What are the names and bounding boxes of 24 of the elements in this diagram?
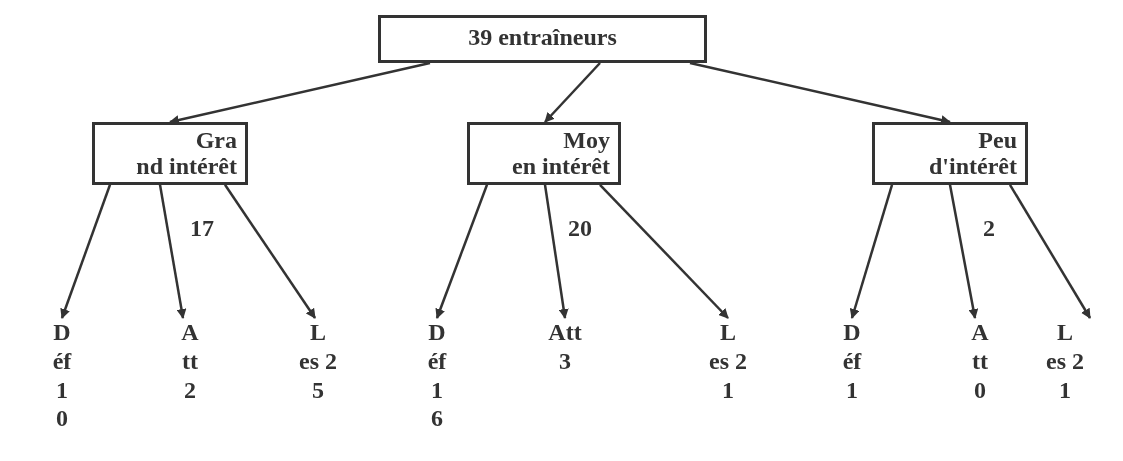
count-label: A tt 2 bbox=[130, 318, 250, 405]
arrow bbox=[158, 184, 187, 319]
count-label: D éf 1 bbox=[792, 318, 912, 405]
arrow bbox=[223, 184, 317, 319]
count-label: L es 2 5 bbox=[258, 318, 378, 405]
arrow bbox=[435, 184, 489, 319]
count-label: L es 2 1 bbox=[668, 318, 788, 405]
category-box: Gra nd intérêt bbox=[92, 122, 248, 185]
count-label: Att 3 bbox=[505, 318, 625, 376]
count-label: D éf 1 0 bbox=[2, 318, 122, 434]
arrow bbox=[543, 184, 569, 319]
category-box: 39 entraîneurs bbox=[378, 15, 707, 63]
count-label: 20 bbox=[568, 215, 592, 242]
count-label: D éf 1 6 bbox=[377, 318, 497, 434]
arrow bbox=[599, 183, 729, 319]
count-label: 2 bbox=[983, 215, 995, 242]
arrow bbox=[544, 62, 601, 123]
arrow bbox=[60, 184, 112, 319]
category-box: Peu d'intérêt bbox=[872, 122, 1028, 185]
arrow bbox=[1008, 184, 1092, 319]
count-label: 17 bbox=[190, 215, 214, 242]
category-box: Moy en intérêt bbox=[467, 122, 621, 185]
arrow bbox=[849, 184, 894, 319]
arrow bbox=[948, 184, 979, 319]
